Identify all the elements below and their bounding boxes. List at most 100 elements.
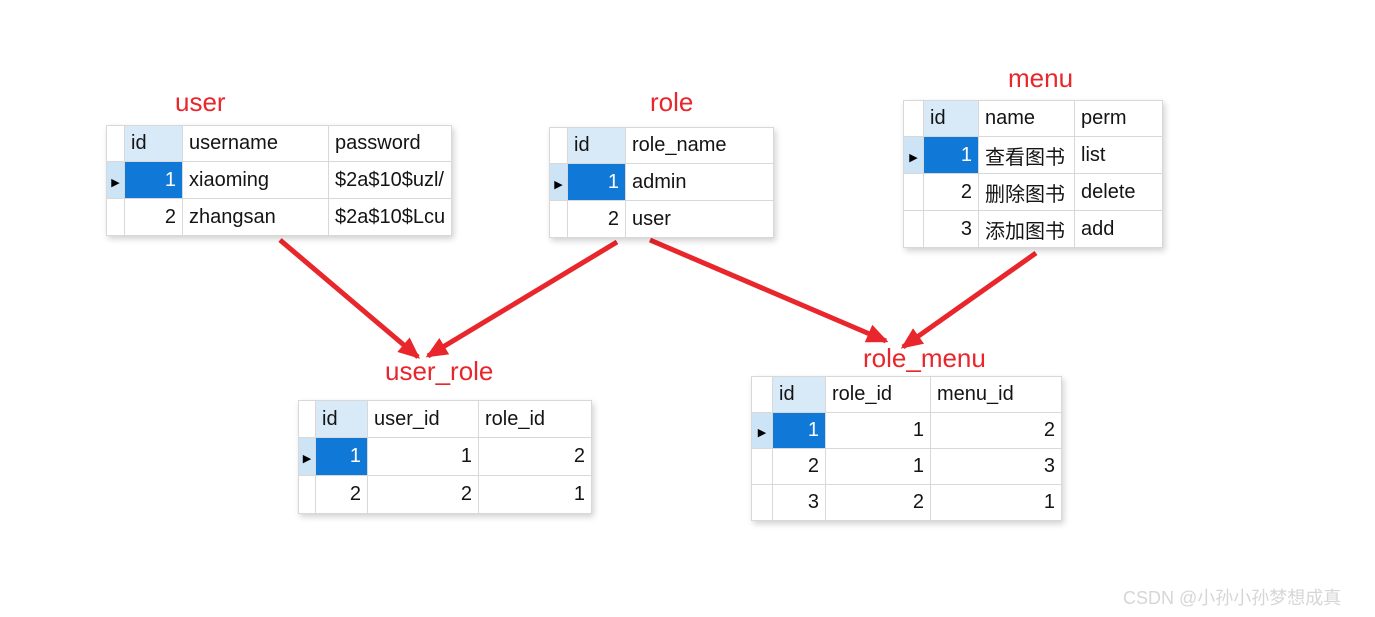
row-selector-header[interactable] — [106, 125, 125, 162]
row-selector-header[interactable] — [903, 100, 924, 137]
row-selector-header[interactable] — [549, 127, 568, 164]
column-header-role_name[interactable]: role_name — [625, 127, 774, 164]
row-selector[interactable] — [751, 484, 773, 521]
column-header-id[interactable]: id — [124, 125, 183, 162]
row-selector[interactable]: ▶ — [298, 437, 316, 476]
column-header-role_id[interactable]: role_id — [825, 376, 931, 413]
cell-id[interactable]: 3 — [772, 484, 826, 521]
cell-perm[interactable]: delete — [1074, 173, 1163, 211]
column-header-id[interactable]: id — [772, 376, 826, 413]
column-header-id[interactable]: id — [315, 400, 368, 438]
arrow-user-to-user-role — [278, 238, 421, 359]
cell-role_name[interactable]: admin — [625, 163, 774, 201]
column-header-user_id[interactable]: user_id — [367, 400, 479, 438]
cell-role_id[interactable]: 2 — [825, 484, 931, 521]
table-title-role: role — [650, 87, 694, 117]
column-header-username[interactable]: username — [182, 125, 329, 162]
cell-id[interactable]: 2 — [124, 198, 183, 236]
row-selector[interactable] — [903, 210, 924, 248]
row-selector[interactable] — [549, 200, 568, 238]
cell-id[interactable]: 1 — [772, 412, 826, 449]
column-header-menu_id[interactable]: menu_id — [930, 376, 1062, 413]
cell-menu_id[interactable]: 3 — [930, 448, 1062, 485]
cell-user_id[interactable]: 2 — [367, 475, 479, 514]
cell-role_id[interactable]: 2 — [478, 437, 592, 476]
cell-id[interactable]: 3 — [923, 210, 979, 248]
column-header-id[interactable]: id — [923, 100, 979, 137]
cell-id[interactable]: 2 — [567, 200, 626, 238]
cell-id[interactable]: 2 — [315, 475, 368, 514]
row-selector[interactable]: ▶ — [751, 412, 773, 449]
row-selector[interactable] — [106, 198, 125, 236]
row-selector[interactable]: ▶ — [106, 161, 125, 199]
row-selector[interactable]: ▶ — [549, 163, 568, 201]
row-selector[interactable] — [903, 173, 924, 211]
row-selector[interactable]: ▶ — [903, 136, 924, 174]
cell-password[interactable]: $2a$10$Lcu — [327, 198, 453, 236]
arrow-role-to-user-role — [425, 239, 619, 359]
column-header-password[interactable]: password — [327, 125, 453, 162]
selected-row-arrow-icon: ▶ — [757, 427, 767, 439]
cell-id[interactable]: 1 — [923, 136, 979, 174]
cell-name[interactable]: 删除图书 — [978, 173, 1075, 211]
table-title-user-role: user_role — [385, 356, 494, 386]
cell-id[interactable]: 1 — [315, 437, 368, 476]
column-header-perm[interactable]: perm — [1074, 100, 1163, 137]
cell-id[interactable]: 1 — [567, 163, 626, 201]
cell-username[interactable]: xiaoming — [182, 161, 329, 199]
cell-name[interactable]: 添加图书 — [978, 210, 1075, 248]
cell-id[interactable]: 2 — [772, 448, 826, 485]
cell-username[interactable]: zhangsan — [182, 198, 329, 236]
table-title-user: user — [175, 87, 226, 117]
table-title-role-menu: role_menu — [863, 343, 986, 373]
row-selector[interactable] — [751, 448, 773, 485]
cell-id[interactable]: 1 — [124, 161, 183, 199]
column-header-id[interactable]: id — [567, 127, 626, 164]
cell-role_id[interactable]: 1 — [825, 412, 931, 449]
cell-user_id[interactable]: 1 — [367, 437, 479, 476]
row-selector-header[interactable] — [298, 400, 316, 438]
cell-perm[interactable]: add — [1074, 210, 1163, 248]
cell-role_id[interactable]: 1 — [478, 475, 592, 514]
cell-menu_id[interactable]: 2 — [930, 412, 1062, 449]
cell-menu_id[interactable]: 1 — [930, 484, 1062, 521]
cell-role_name[interactable]: user — [625, 200, 774, 238]
column-header-name[interactable]: name — [978, 100, 1075, 137]
selected-row-arrow-icon: ▶ — [111, 176, 120, 189]
arrow-role-to-role-menu — [649, 237, 889, 344]
row-selector-header[interactable] — [751, 376, 773, 413]
column-header-role_id[interactable]: role_id — [478, 400, 592, 438]
cell-name[interactable]: 查看图书 — [978, 136, 1075, 174]
cell-role_id[interactable]: 1 — [825, 448, 931, 485]
cell-perm[interactable]: list — [1074, 136, 1163, 174]
cell-password[interactable]: $2a$10$uzl/ — [327, 161, 453, 199]
cell-id[interactable]: 2 — [923, 173, 979, 211]
row-selector[interactable] — [298, 475, 316, 514]
